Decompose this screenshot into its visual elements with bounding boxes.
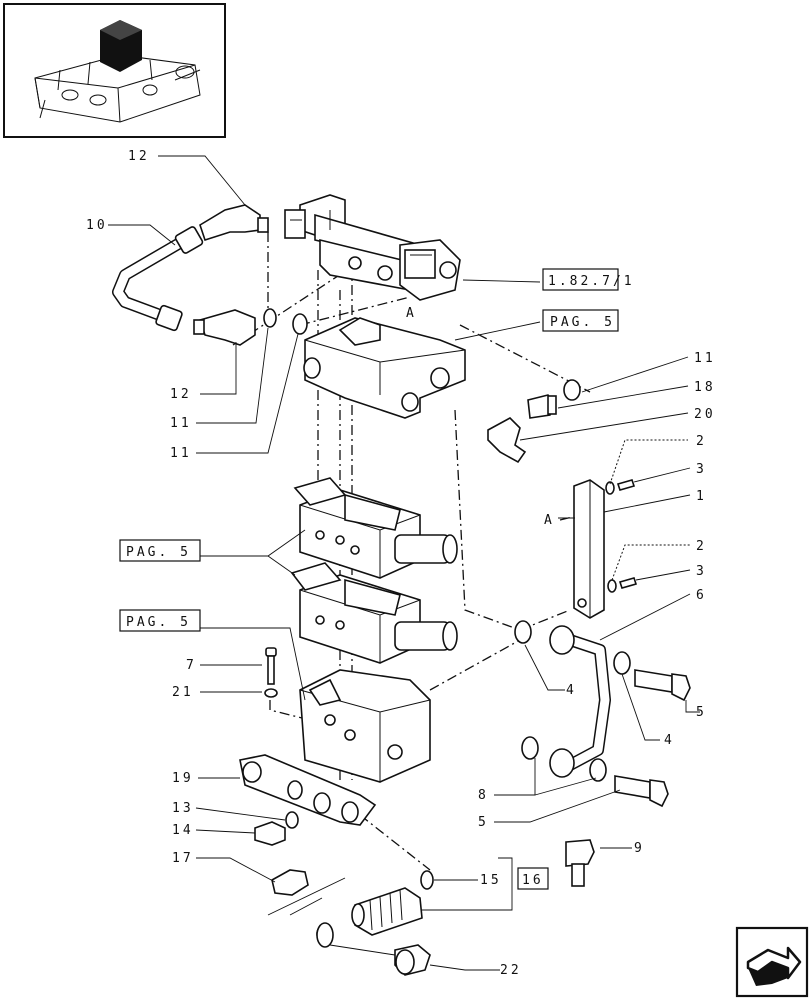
callout-2-a: 2	[696, 434, 707, 449]
next-page-arrow-icon[interactable]	[735, 926, 809, 998]
washers-8	[521, 736, 607, 782]
tractor-hitch-overview-icon	[34, 20, 201, 123]
callout-2-b: 2	[696, 539, 707, 554]
callout-9: 9	[634, 841, 645, 856]
ref-box-pag-low[interactable]: PAG. 5	[119, 609, 201, 632]
washer-21	[264, 688, 278, 698]
callout-11-b: 11	[170, 446, 192, 461]
elbow-20	[487, 417, 527, 464]
callout-5-a: 5	[696, 705, 707, 720]
callout-6: 6	[696, 588, 707, 603]
callout-13: 13	[172, 801, 194, 816]
plug-14	[254, 821, 286, 846]
block-19	[239, 754, 377, 826]
screw-washer-set-upper	[605, 479, 636, 495]
callout-5-b: 5	[478, 815, 489, 830]
pipe-6	[549, 625, 611, 778]
end-plate-section	[299, 669, 431, 783]
control-valve-section-upper	[293, 477, 458, 579]
callout-labels: 12 10 12 11 11 11 18 20 2 3 1 2 3 6 5 4 …	[86, 149, 716, 978]
mark-a-top: A	[406, 306, 417, 321]
quick-coupler-15	[351, 870, 434, 936]
washer-11-right	[563, 379, 581, 401]
elbow-12-bottom	[193, 309, 256, 346]
callout-8: 8	[478, 788, 489, 803]
solenoid-valve-assembly	[284, 194, 461, 301]
callout-18: 18	[694, 380, 716, 395]
callout-12-bottom: 12	[170, 387, 192, 402]
callout-4-b: 4	[664, 733, 675, 748]
callout-10: 10	[86, 218, 108, 233]
ref-text-pag-mid: PAG. 5	[126, 545, 191, 560]
ref-text-pag-low: PAG. 5	[126, 615, 191, 630]
callout-21: 21	[172, 685, 194, 700]
callout-15: 15	[480, 873, 502, 888]
bolt-9	[565, 839, 595, 887]
callout-7: 7	[186, 658, 197, 673]
ref-text-16: 16	[522, 873, 544, 888]
washers-11	[263, 308, 308, 335]
bolt-5-upper	[634, 669, 691, 702]
callout-11-a: 11	[170, 416, 192, 431]
manifold-block	[303, 317, 466, 419]
callout-3-b: 3	[696, 564, 707, 579]
callout-22: 22	[500, 963, 522, 978]
callout-17: 17	[172, 851, 194, 866]
washer-13	[285, 811, 299, 829]
ref-box-1827[interactable]: 1.82.7/1	[542, 268, 635, 291]
adapter-18	[527, 394, 557, 419]
thumbnail-overview	[3, 3, 226, 138]
mark-a-bracket: A	[544, 513, 555, 528]
control-valve-section-lower	[290, 562, 458, 664]
screw-washer-set-lower	[607, 577, 638, 593]
ref-text-1827: 1.82.7/1	[548, 274, 635, 289]
dust-cap-22	[316, 922, 431, 976]
washers-4	[514, 620, 631, 675]
callout-14: 14	[172, 823, 194, 838]
ref-box-pag-mid[interactable]: PAG. 5	[119, 539, 201, 562]
leader-lines	[108, 155, 700, 971]
plug-17	[271, 869, 309, 896]
callout-12-top: 12	[128, 149, 150, 164]
ref-box-pag-top[interactable]: PAG. 5	[542, 309, 619, 332]
screw-7	[265, 647, 277, 685]
callout-3-a: 3	[696, 462, 707, 477]
callout-11-c: 11	[694, 351, 716, 366]
pipe-10	[112, 226, 204, 332]
callout-4-a: 4	[566, 683, 577, 698]
callout-1: 1	[696, 489, 707, 504]
ref-text-pag-top: PAG. 5	[550, 315, 615, 330]
elbow-12-top	[199, 204, 269, 242]
callout-19: 19	[172, 771, 194, 786]
bracket-1	[573, 479, 605, 619]
callout-20: 20	[694, 407, 716, 422]
ref-box-16[interactable]: 16	[517, 867, 549, 890]
bolt-5-lower	[614, 775, 669, 808]
